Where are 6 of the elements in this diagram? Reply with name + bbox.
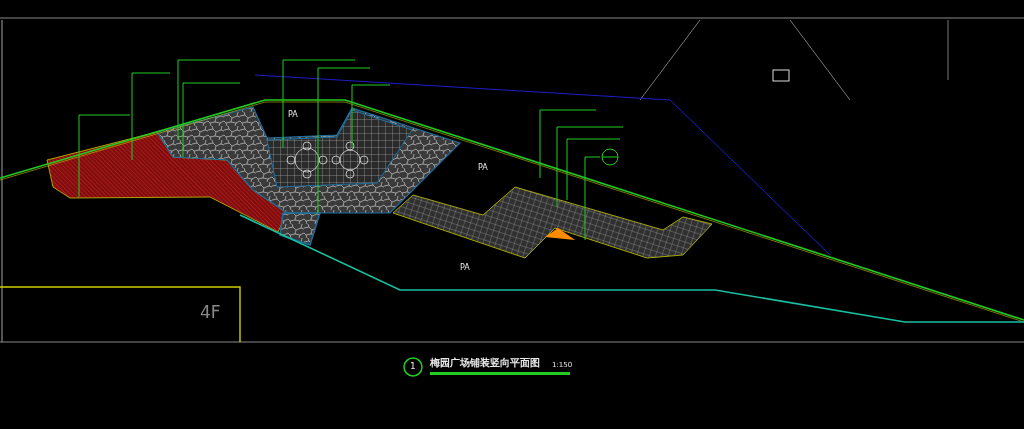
area-label: PA	[288, 111, 298, 119]
area-label: PA	[478, 164, 488, 172]
drawing-title: 梅园广场铺装竖向平面图	[430, 358, 540, 368]
drawing-number: 1	[410, 362, 416, 371]
area-label: PA	[460, 264, 470, 272]
building-label: 4F	[200, 304, 221, 321]
